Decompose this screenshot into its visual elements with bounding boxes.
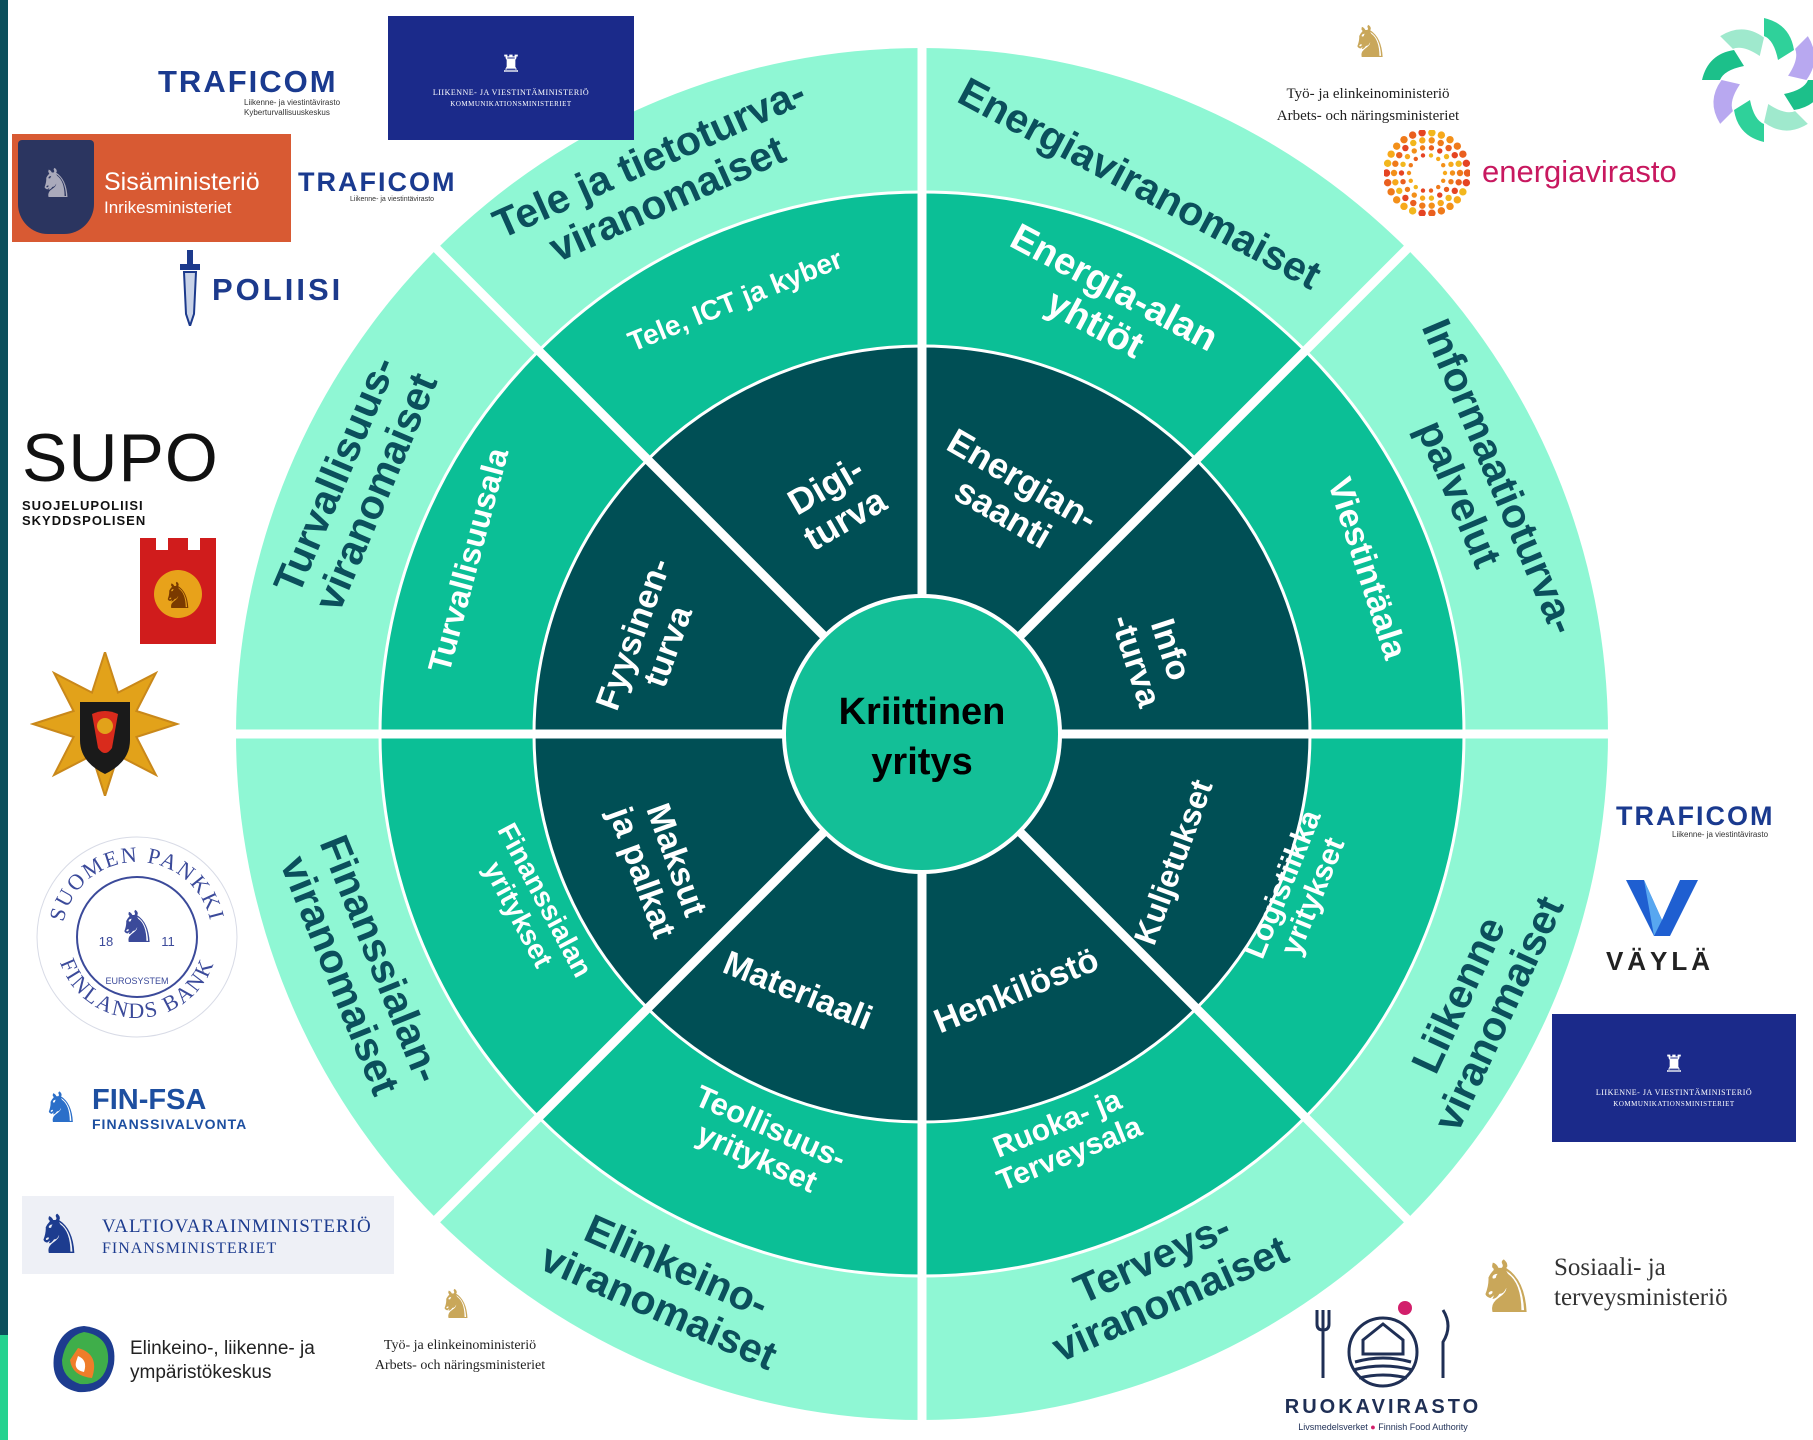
traficom-subtitle: Liikenne- ja viestintävirasto (350, 196, 435, 203)
ruokavirasto-sub-sv: Livsmedelsverket (1298, 1422, 1368, 1432)
sector-divider (430, 826, 830, 1226)
lvm-line2: KOMMUNIKATIONSMINISTERIET (1613, 1100, 1735, 1108)
lvm-line2: KOMMUNIKATIONSMINISTERIET (450, 100, 572, 108)
lvm-line1: LIIKENNE- JA VIESTINTÄMINISTERIÖ (432, 88, 590, 97)
finfsa-subtitle: FINANSSIVALVONTA (92, 1116, 248, 1132)
stm-name-2: terveysministeriö (1554, 1284, 1728, 1311)
lion-emblem-icon: ♞ (34, 1205, 84, 1265)
traficom-wordmark: TRAFICOM (298, 167, 457, 197)
stm-logo: ♞ Sosiaali- ja terveysministeriö (1466, 1240, 1806, 1340)
vm-name: VALTIOVARAINMINISTERIÖ (102, 1216, 372, 1237)
traficom-cyber-logo: TRAFICOM Liikenne- ja viestintävirasto K… (158, 66, 368, 126)
vm-logo: ♞ VALTIOVARAINMINISTERIÖ FINANSMINISTERI… (22, 1196, 394, 1274)
ruokavirasto-logo: RUOKAVIRASTO Livsmedelsverket ● Finnish … (1268, 1296, 1498, 1436)
rescue-services-star-icon (30, 652, 180, 796)
supo-wordmark: SUPO (22, 420, 219, 496)
lion-emblem-icon: ♞ (438, 1283, 474, 1327)
supo-subtitle-2: SKYDDSPOLISEN (22, 513, 147, 528)
vm-name-sv: FINANSMINISTERIET (102, 1240, 278, 1257)
center-circle (786, 598, 1058, 870)
sector-divider (1014, 242, 1414, 642)
poliisi-wordmark: POLIISI (212, 272, 344, 307)
seal-year-left: 18 (99, 934, 113, 949)
tem-logo-2: ♞ Työ- ja elinkeinoministeriö Arbets- oc… (340, 1280, 580, 1380)
ruokavirasto-emblem-icon (1315, 1301, 1450, 1388)
vayla-v-icon (1626, 880, 1698, 936)
lion-shield-icon: ♞ (18, 140, 94, 234)
sisaministerio-name-sv: Inrikesministeriet (104, 198, 232, 217)
tem-name-sv: Arbets- och näringsministeriet (1276, 108, 1460, 124)
vayla-logo: VÄYLÄ (1600, 880, 1720, 980)
lion-emblem-icon: ♜ (500, 51, 522, 78)
seal-year-right: 11 (161, 934, 175, 949)
green-ring-logo-icon (1702, 18, 1813, 142)
svg-text:♞: ♞ (117, 902, 156, 953)
poliisi-logo: POLIISI (174, 250, 354, 326)
energiavirasto-wordmark: energiavirasto (1482, 154, 1677, 189)
traficom-logo-3: TRAFICOM Liikenne- ja viestintävirasto (1616, 802, 1796, 844)
suomen-pankki-seal-icon: SUOMEN PANKKI FINLANDS BANK 18 11 ♞ EURO… (36, 836, 238, 1038)
ruokavirasto-sub-en: Finnish Food Authority (1378, 1422, 1468, 1432)
defence-forces-tower-icon: ♞ (140, 538, 216, 644)
supo-subtitle: SUOJELUPOLIISI (22, 498, 144, 513)
stm-name: Sosiaali- ja (1554, 1254, 1666, 1281)
left-edge-accent (0, 1335, 8, 1440)
ruokavirasto-wordmark: RUOKAVIRASTO (1284, 1396, 1482, 1418)
tem-name: Työ- ja elinkeinoministeriö (1286, 86, 1450, 102)
tem-name-sv: Arbets- och näringsministeriet (374, 1358, 546, 1373)
lion-emblem-icon: ♜ (1663, 1051, 1685, 1078)
finfsa-wordmark: FIN-FSA (92, 1084, 207, 1116)
lion-emblem-icon: ♞ (42, 1084, 80, 1131)
ely-name: Elinkeino-, liikenne- ja (130, 1338, 315, 1359)
traficom-subtitle: Liikenne- ja viestintävirasto (1672, 830, 1769, 839)
sisaministerio-name: Sisäministeriö (104, 168, 260, 196)
lion-emblem-icon: ♞ (1350, 18, 1390, 67)
ely-leaf-icon (53, 1326, 115, 1393)
left-edge-bar (0, 0, 8, 1440)
traficom-wordmark: TRAFICOM (158, 64, 338, 99)
lvm-logo-2: ♜ LIIKENNE- JA VIESTINTÄMINISTERIÖ KOMMU… (1552, 1014, 1796, 1142)
tem-logo-1: ♞ Työ- ja elinkeinoministeriö Arbets- oc… (1248, 14, 1488, 124)
lvm-logo: ♜ LIIKENNE- JA VIESTINTÄMINISTERIÖ KOMMU… (388, 16, 634, 140)
traficom-subtitle: Liikenne- ja viestintävirasto (244, 98, 341, 107)
poliisi-sword-icon (180, 250, 200, 326)
svg-text:♞: ♞ (162, 576, 194, 617)
ely-name-2: ympäristökeskus (130, 1362, 272, 1383)
ring-separator (532, 344, 1312, 1124)
ely-logo: Elinkeino-, liikenne- ja ympäristökeskus (48, 1320, 348, 1396)
sector-divider (1014, 826, 1414, 1226)
center-label-line: yritys (871, 741, 972, 783)
ruokavirasto-subtitle-row: Livsmedelsverket ● Finnish Food Authorit… (1298, 1422, 1468, 1432)
sisaministerio-logo: ♞ Sisäministeriö Inrikesministeriet (12, 134, 291, 242)
sun-dots-icon (1384, 130, 1470, 216)
tem-name: Työ- ja elinkeinoministeriö (383, 1338, 537, 1353)
inner-sector-infoturva: Info-turva (1103, 610, 1198, 713)
vayla-wordmark: VÄYLÄ (1605, 946, 1715, 976)
lion-emblem-icon: ♞ (1473, 1248, 1539, 1328)
seal-eurosystem: EUROSYSTEM (105, 976, 168, 986)
energiavirasto-logo: energiavirasto (1384, 130, 1714, 216)
center-label-line: Kriittinen (839, 691, 1006, 733)
traficom-logo-2: TRAFICOM Liikenne- ja viestintävirasto (298, 168, 473, 208)
supo-logo: SUPO SUOJELUPOLIISI SKYDDSPOLISEN (22, 420, 219, 534)
lvm-line1: LIIKENNE- JA VIESTINTÄMINISTERIÖ (1595, 1088, 1753, 1097)
sector-divider (430, 242, 830, 642)
traficom-subtitle-2: Kyberturvallisuuskeskus (244, 108, 330, 117)
ring-separator (378, 190, 1466, 1278)
traficom-wordmark: TRAFICOM (1616, 801, 1775, 831)
finfsa-logo: ♞ FIN-FSA FINANSSIVALVONTA (42, 1082, 302, 1134)
